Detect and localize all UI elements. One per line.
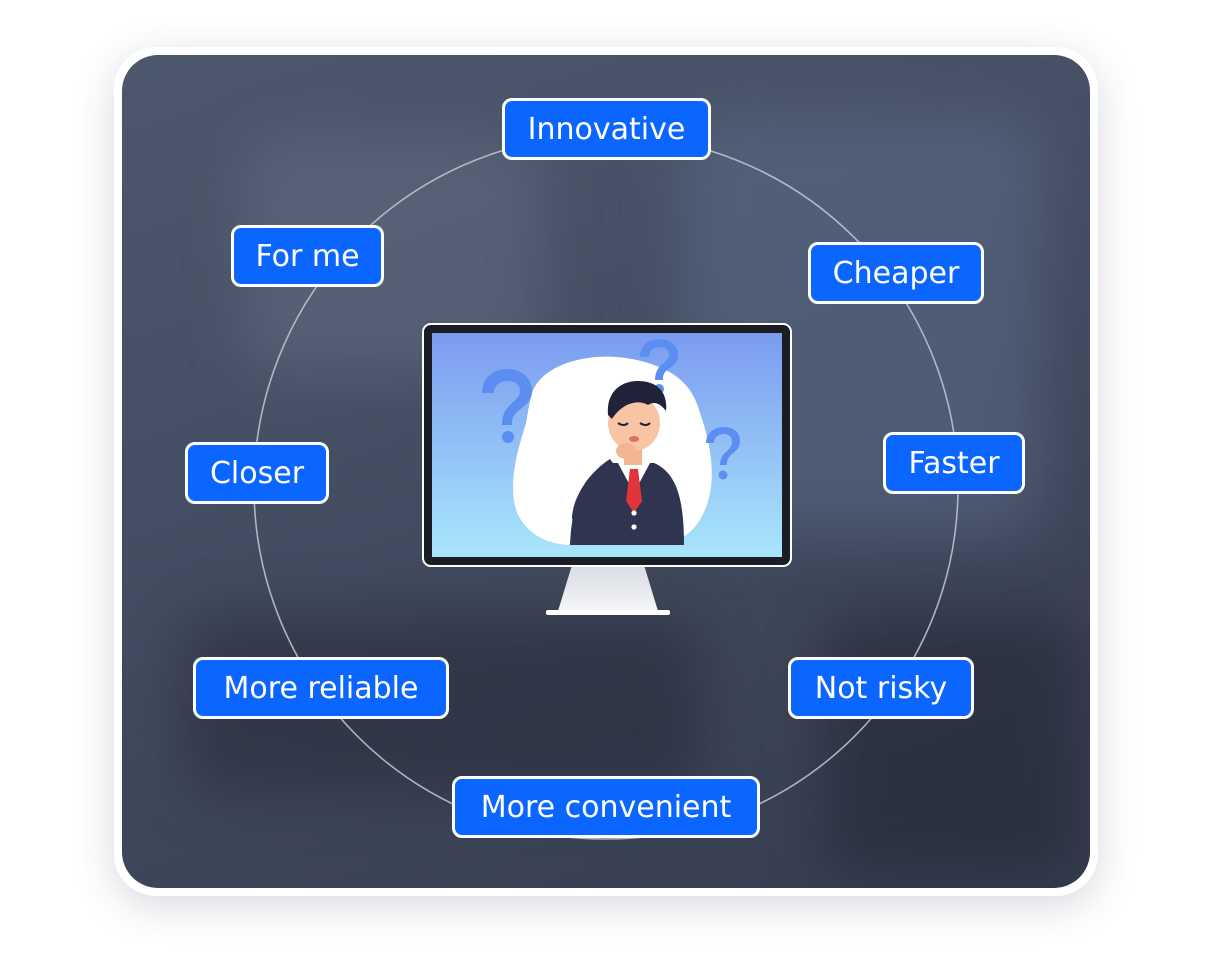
blurred-office-background: Innovative Cheaper Faster Not risky More… (122, 55, 1090, 888)
label-more-convenient: More convenient (452, 776, 760, 838)
label-for-me: For me (231, 225, 384, 287)
label-cheaper: Cheaper (808, 242, 984, 304)
label-not-risky: Not risky (788, 657, 974, 719)
thinking-businessman-on-monitor-icon (422, 323, 792, 615)
card-frame: Innovative Cheaper Faster Not risky More… (114, 47, 1098, 896)
label-faster: Faster (883, 432, 1025, 494)
label-closer: Closer (185, 442, 329, 504)
label-more-reliable: More reliable (193, 657, 449, 719)
label-innovative: Innovative (502, 98, 711, 160)
